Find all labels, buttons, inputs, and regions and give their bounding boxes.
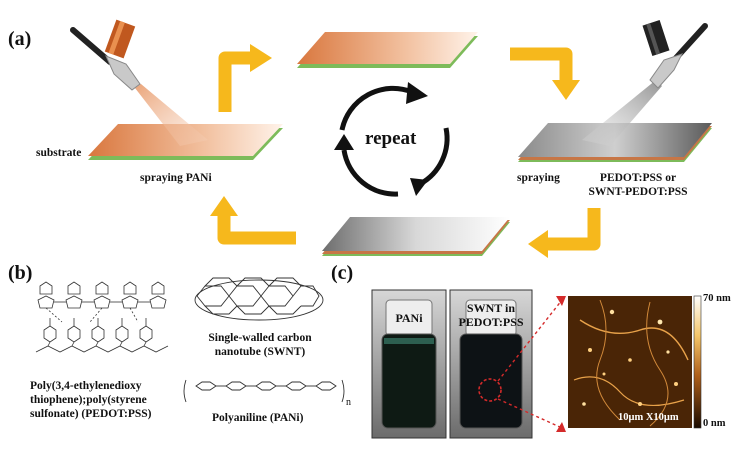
spray-cone-pani	[135, 84, 208, 146]
spray-gun-right-icon	[642, 20, 708, 89]
pedot-label-line1: Poly(3,4-ethylenedioxy	[30, 380, 142, 392]
process-arrowheads	[210, 44, 580, 258]
vial-photo-pani	[371, 289, 447, 439]
afm-scan-size: 10μm X10μm	[618, 412, 679, 423]
pani-structure	[183, 379, 345, 403]
panel-c-label: (c)	[331, 262, 354, 284]
spraying-right-material-1: PEDOT:PSS or	[599, 172, 677, 184]
pedot-pss-structure	[35, 281, 169, 353]
spraying-right-material-2: SWNT-PEDOT:PSS	[588, 186, 688, 198]
pani-subscript: n	[346, 397, 351, 408]
zoom-arrow-top	[556, 296, 566, 306]
repeat-arrowheads	[334, 82, 428, 196]
panel-a-label: (a)	[8, 28, 32, 50]
zoom-lines	[497, 299, 563, 429]
substrate-label: substrate	[36, 147, 82, 159]
spray-cone-pedot	[582, 80, 662, 146]
panel-b-label: (b)	[8, 262, 33, 284]
vial2-label-line1: SWNT in	[466, 301, 516, 315]
substrate-bottom	[322, 217, 510, 256]
spray-gun-left-icon	[70, 19, 141, 91]
vial2-label-line2: PEDOT:PSS	[458, 315, 524, 329]
substrate-top	[297, 32, 478, 68]
swnt-label-line1: Single-walled carbon	[208, 332, 312, 344]
spraying-right-label: spraying	[517, 172, 560, 184]
afm-scale-max: 70 nm	[703, 293, 731, 304]
repeat-label: repeat	[365, 128, 417, 149]
pedot-label-line2: thiophene);poly(styrene	[30, 394, 147, 406]
spraying-pani-label: spraying PANi	[140, 172, 212, 184]
pedot-label-line3: sulfonate) (PEDOT:PSS)	[30, 408, 152, 420]
zoom-arrow-bottom	[556, 422, 566, 432]
afm-scale-bar	[693, 295, 702, 429]
process-arrows	[217, 47, 601, 251]
vial-photo-swnt-pedot	[449, 289, 533, 439]
swnt-nanotube	[194, 277, 324, 321]
afm-scale-min: 0 nm	[703, 418, 726, 429]
afm-image	[568, 296, 692, 428]
pani-label: Polyaniline (PANi)	[212, 412, 304, 424]
vial1-label: PANi	[395, 311, 423, 325]
swnt-label-line2: nanotube (SWNT)	[214, 346, 306, 358]
